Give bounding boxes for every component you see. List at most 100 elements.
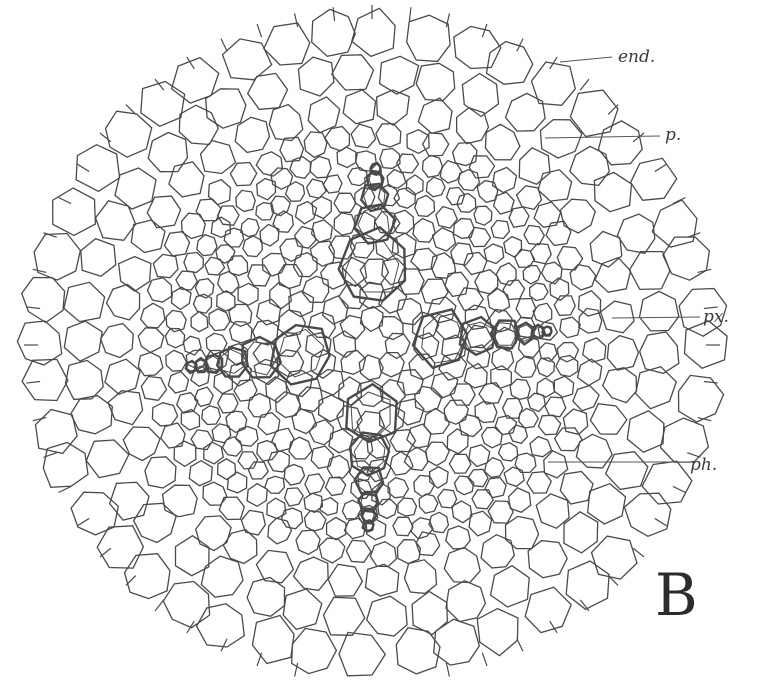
cell (379, 353, 404, 377)
cell (328, 564, 362, 596)
epidermal-hair (26, 382, 40, 384)
cell (510, 379, 530, 399)
cell (209, 309, 230, 331)
epidermal-hair (58, 197, 71, 203)
epidermal-hair (482, 24, 487, 37)
cell (415, 386, 442, 412)
cell (311, 446, 333, 468)
cell (459, 415, 482, 437)
cell (493, 167, 517, 192)
cell (307, 179, 327, 198)
cell (131, 220, 165, 253)
cell (241, 218, 259, 236)
epidermal-hair (482, 653, 487, 666)
cell (337, 147, 356, 167)
cell (223, 39, 272, 80)
cell (101, 324, 134, 358)
cell (179, 105, 218, 144)
cell (34, 234, 80, 281)
epidermal-hair (409, 7, 411, 21)
cell (71, 396, 113, 434)
epidermal-hair (655, 518, 667, 525)
cell (348, 168, 367, 186)
cell (570, 265, 596, 290)
cell (444, 548, 480, 583)
cell (223, 437, 243, 456)
cell (454, 219, 475, 239)
cell (433, 228, 456, 251)
cell (516, 299, 536, 319)
epidermal-hair (221, 39, 227, 52)
cell (148, 278, 172, 302)
cell (304, 511, 326, 531)
cell (196, 516, 231, 551)
cell (496, 263, 516, 286)
cell (86, 440, 129, 478)
cell (397, 540, 420, 564)
cell (191, 430, 213, 450)
cell (238, 283, 258, 305)
cell (177, 393, 198, 413)
cell (230, 322, 252, 343)
cell (138, 352, 163, 375)
cell (97, 526, 143, 568)
cell (257, 441, 278, 461)
cell (579, 291, 601, 316)
epidermal-hair (77, 164, 89, 171)
cell (230, 163, 256, 186)
cell (367, 596, 407, 636)
cell (163, 485, 198, 517)
cell (506, 93, 546, 131)
cell (171, 287, 191, 309)
cell (218, 394, 238, 413)
cell (404, 447, 428, 470)
cell (248, 462, 268, 479)
cell (539, 415, 561, 435)
cell (560, 199, 595, 233)
cell (421, 279, 448, 304)
cell (376, 124, 401, 147)
cell (252, 616, 294, 664)
cell (319, 538, 345, 563)
cell (393, 517, 413, 536)
cell (446, 526, 471, 549)
cell (289, 291, 314, 317)
cell (105, 359, 140, 394)
cell (182, 213, 206, 238)
cell (530, 437, 552, 457)
cell (617, 214, 654, 253)
cell (412, 591, 447, 634)
cell (227, 472, 246, 493)
cell (592, 536, 638, 579)
cell (283, 589, 322, 629)
epidermal-hair (333, 7, 335, 21)
cell (153, 254, 178, 277)
cell (594, 172, 631, 211)
cell (66, 360, 104, 399)
cell (546, 221, 571, 245)
cell (398, 498, 417, 516)
figure-letter: B (655, 561, 698, 629)
epidermal-hair (221, 639, 227, 652)
cell (285, 488, 304, 506)
cell (449, 454, 471, 473)
cell (509, 207, 529, 227)
epidermal-hair (704, 382, 718, 384)
cell (457, 108, 489, 144)
cell (148, 133, 187, 172)
cell (204, 442, 224, 464)
cell (453, 143, 477, 166)
cell (469, 156, 494, 178)
cell (560, 317, 580, 338)
cell (430, 467, 449, 488)
cell (468, 469, 488, 486)
cell (201, 141, 236, 174)
cell (538, 170, 572, 201)
cell (370, 542, 396, 567)
cell (462, 74, 498, 117)
cell (533, 303, 552, 322)
cell (557, 247, 582, 271)
cell (229, 304, 252, 326)
cell (327, 517, 346, 539)
cell (106, 111, 152, 157)
